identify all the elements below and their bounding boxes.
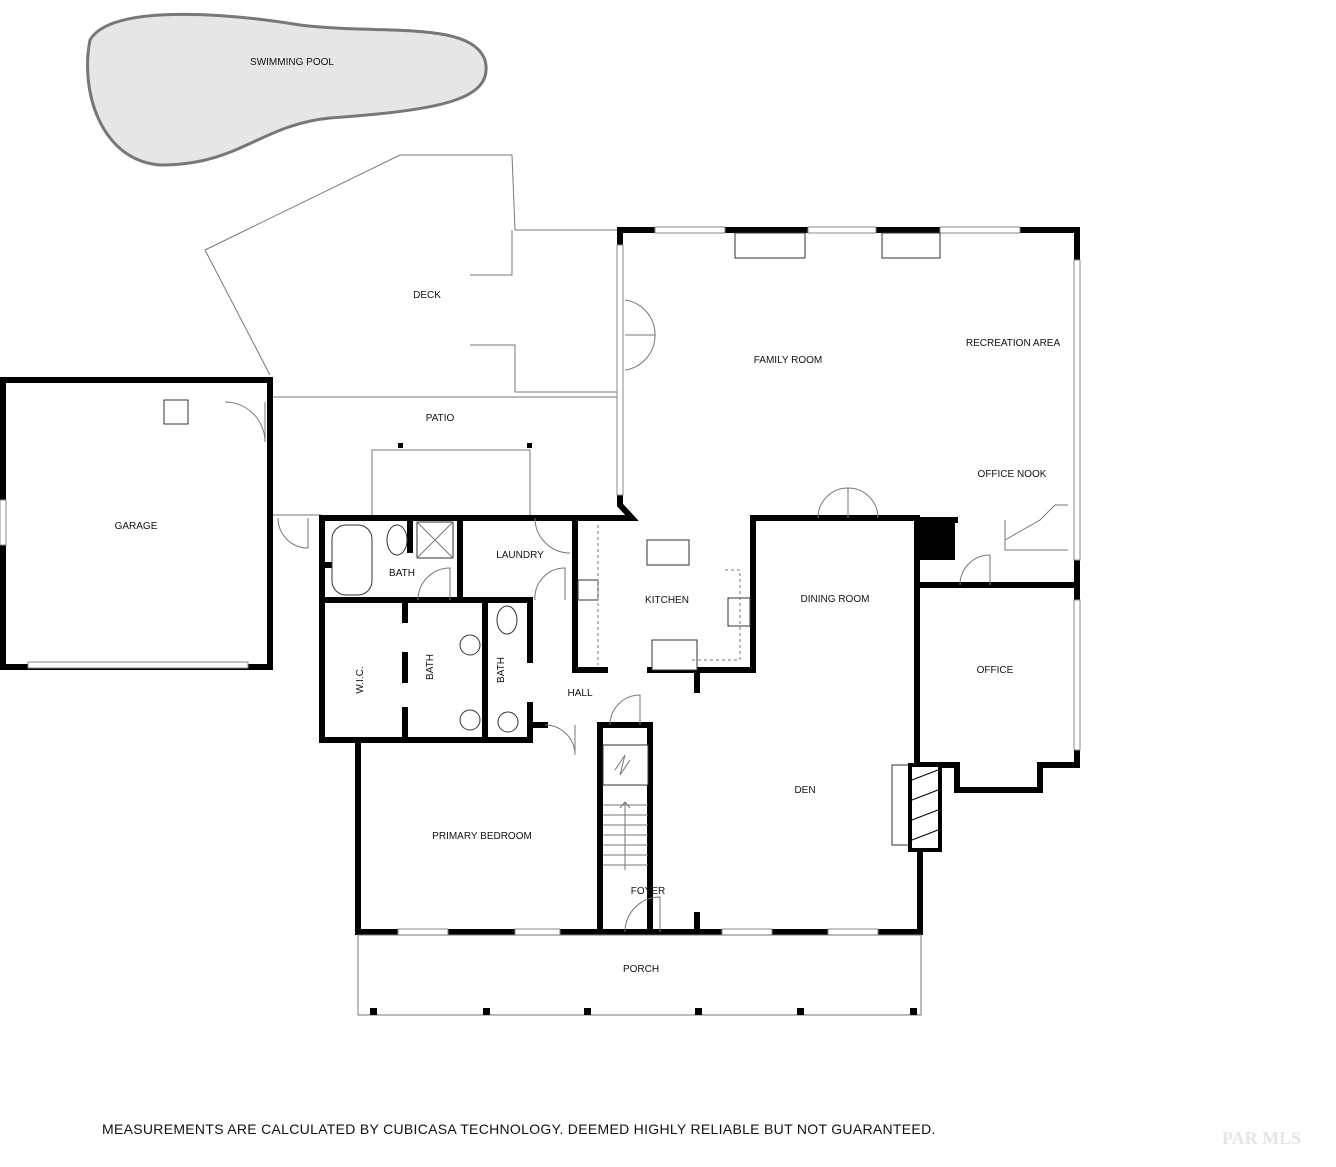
interior-walls [572, 515, 1080, 768]
built-in-cabinet [881, 232, 941, 259]
patio-outline [270, 396, 620, 516]
room-label-patio: PATIO [426, 413, 455, 424]
exterior-walls [319, 227, 1080, 935]
water-heater [602, 744, 649, 786]
swimming-pool [86, 12, 488, 167]
room-label-deck: DECK [413, 290, 441, 301]
kitchen-island [646, 539, 690, 566]
shower-cross [416, 521, 454, 559]
room-label-office: OFFICE [977, 665, 1014, 676]
kitchen-counter [651, 639, 698, 671]
toilet [386, 524, 408, 556]
toilet [496, 605, 518, 635]
garage-fixture [163, 399, 189, 425]
porch-posts [370, 1008, 917, 1015]
room-label-bath-primary: BATH [425, 654, 436, 680]
room-label-bath-hall: BATH [496, 657, 507, 683]
watermark-logo: PAR MLS [1222, 1128, 1302, 1148]
windows [616, 226, 1081, 751]
room-label-pool: SWIMMING POOL [250, 57, 334, 68]
room-label-hall: HALL [567, 688, 592, 699]
room-label-wic: W.I.C. [355, 666, 366, 693]
room-label-porch: PORCH [623, 964, 659, 975]
room-label-foyer: FOYER [631, 886, 665, 897]
interior-walls [319, 515, 958, 935]
room-label-dining-room: DINING ROOM [801, 594, 870, 605]
room-label-laundry: LAUNDRY [496, 550, 544, 561]
disclaimer-text: MEASUREMENTS ARE CALCULATED BY CUBICASA … [102, 1121, 936, 1137]
patio-post [527, 443, 532, 448]
room-label-recreation-area: RECREATION AREA [966, 338, 1061, 349]
kitchen-sink [577, 579, 599, 601]
porch-outline [357, 934, 922, 1016]
room-label-office-nook: OFFICE NOOK [978, 469, 1047, 480]
sink [497, 711, 519, 733]
sink [459, 709, 481, 731]
window [0, 499, 7, 546]
water-heater-symbol [614, 754, 631, 776]
bathtub [331, 524, 373, 596]
stairs [603, 801, 648, 870]
patio-post [398, 443, 403, 448]
garage-door [27, 661, 249, 669]
countertop-outline [597, 525, 741, 665]
stove [727, 597, 751, 627]
chimney-block [917, 518, 955, 560]
room-label-den: DEN [794, 785, 815, 796]
door-swing [224, 401, 266, 443]
room-label-family-room: FAMILY ROOM [754, 355, 823, 366]
room-label-bath-upper: BATH [389, 568, 415, 579]
sink [459, 634, 481, 656]
room-label-kitchen: KITCHEN [645, 595, 689, 606]
fireplace [891, 763, 942, 852]
built-in-cabinet [734, 232, 806, 259]
door-swings [277, 299, 991, 933]
room-label-garage: GARAGE [115, 521, 158, 532]
office-nook-desk [1004, 504, 1068, 551]
deck-outline [204, 154, 620, 393]
room-label-primary-bedroom: PRIMARY BEDROOM [432, 831, 532, 842]
